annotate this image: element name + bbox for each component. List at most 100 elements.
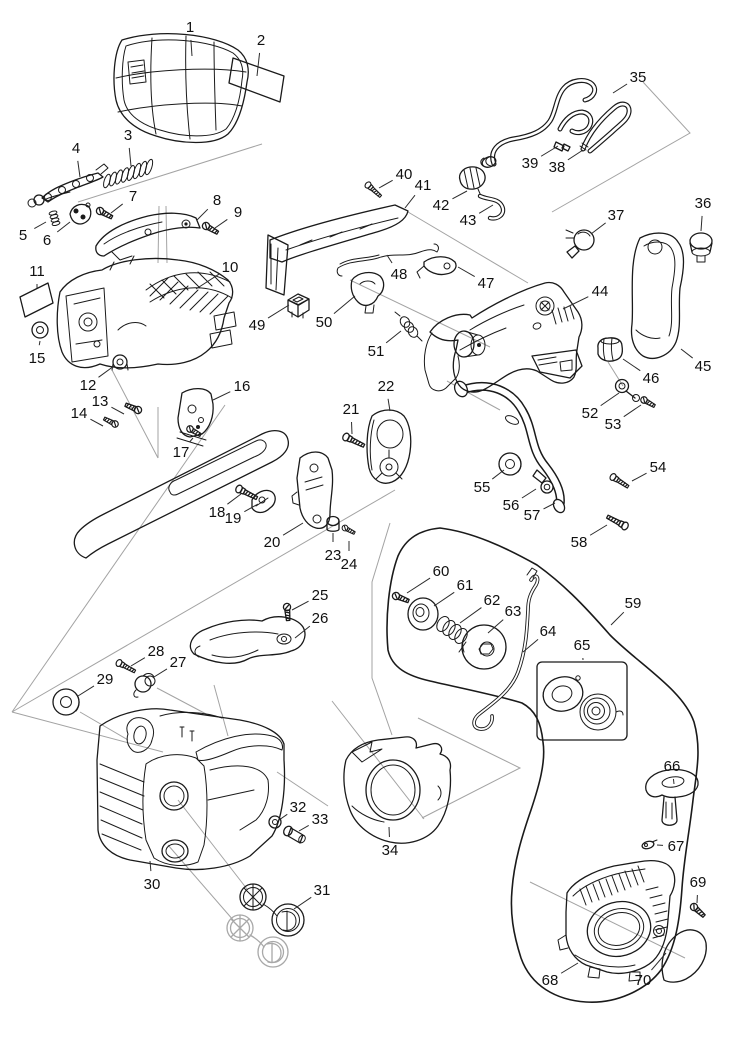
leader-line-46 <box>622 358 641 372</box>
part-label-2: 2 <box>257 32 265 49</box>
part-68-starter-cover <box>557 860 676 982</box>
leader-line-17 <box>189 437 194 443</box>
part-label-47: 47 <box>478 275 495 292</box>
leader-line-35 <box>612 83 628 94</box>
part-43-hose <box>477 193 506 221</box>
leader-line-44 <box>562 296 589 310</box>
leader-line-48 <box>386 254 393 264</box>
leader-line-41 <box>404 194 416 209</box>
leader-line-18 <box>227 493 242 505</box>
leader-line-2 <box>256 52 261 77</box>
part-label-36: 36 <box>695 195 712 212</box>
leader-line-33 <box>298 825 309 832</box>
part-label-26: 26 <box>312 610 329 627</box>
part-30-tank-housing <box>96 708 286 871</box>
leader-line-40 <box>378 179 393 189</box>
part-label-6: 6 <box>43 232 51 249</box>
part-66-starter-grip <box>645 768 699 826</box>
part-label-70: 70 <box>635 972 652 989</box>
part-label-40: 40 <box>396 166 413 183</box>
leader-line-61 <box>433 591 455 607</box>
part-label-33: 33 <box>312 811 329 828</box>
leader-line-10 <box>195 273 220 290</box>
part-label-68: 68 <box>542 972 559 989</box>
leader-line-26 <box>294 625 311 639</box>
part-label-54: 54 <box>650 459 667 476</box>
part-65-spring-case <box>536 661 628 741</box>
part-44-rear-handle <box>423 281 583 393</box>
part-63-rope-drum <box>461 624 507 670</box>
part-label-69: 69 <box>690 874 707 891</box>
leader-line-43 <box>478 204 494 214</box>
part-label-38: 38 <box>549 159 566 176</box>
leader-line-16 <box>212 391 231 401</box>
part-56-socket-bolt <box>532 469 554 494</box>
leader-line-50 <box>333 295 356 315</box>
leader-line-1 <box>190 39 193 57</box>
part-label-45: 45 <box>695 358 712 375</box>
leader-line-28 <box>130 657 146 667</box>
part-label-23: 23 <box>325 547 342 564</box>
leader-line-15 <box>38 340 41 346</box>
part-label-37: 37 <box>608 207 625 224</box>
part-51-spring <box>394 311 423 342</box>
part-label-12: 12 <box>80 377 97 394</box>
part-46-isolator <box>597 337 623 362</box>
part-label-32: 32 <box>290 799 307 816</box>
part-label-22: 22 <box>378 378 395 395</box>
part-12-knob <box>111 354 129 371</box>
part-22-sprocket-guard <box>366 409 412 484</box>
leader-line-6 <box>56 221 71 233</box>
part-label-5: 5 <box>19 227 27 244</box>
leader-line-42 <box>452 190 468 200</box>
part-label-4: 4 <box>72 140 80 157</box>
part-label-13: 13 <box>92 393 109 410</box>
part-label-30: 30 <box>144 876 161 893</box>
part-5-spring <box>48 210 61 227</box>
leader-line-7 <box>110 203 124 214</box>
leader-line-49 <box>267 304 290 319</box>
part-label-24: 24 <box>341 556 358 573</box>
part-label-59: 59 <box>625 595 642 612</box>
leader-line-56 <box>521 488 537 499</box>
leader-line-64 <box>522 638 539 653</box>
part-61-pulley-washer <box>407 597 439 631</box>
part-11-plate <box>19 282 54 318</box>
part-label-62: 62 <box>484 592 501 609</box>
leader-line-27 <box>153 668 168 678</box>
part-label-27: 27 <box>170 654 187 671</box>
part-label-53: 53 <box>605 416 622 433</box>
part-label-1: 1 <box>186 19 194 36</box>
part-48-throttle-rod <box>336 243 439 277</box>
leader-line-45 <box>680 348 694 359</box>
part-52-stepped-bolt <box>614 378 640 402</box>
leader-line-53 <box>623 404 642 418</box>
part-62-rewind-spring <box>436 616 468 653</box>
leader-line-36 <box>700 215 703 232</box>
part-label-41: 41 <box>415 177 432 194</box>
leader-line-68 <box>560 962 579 974</box>
construction-lines <box>11 81 691 959</box>
leader-line-38 <box>567 149 584 161</box>
part-29-grommet <box>52 688 80 716</box>
part-55-buffer <box>498 452 522 476</box>
part-2-plate <box>228 57 285 103</box>
leader-line-20 <box>282 522 304 536</box>
leader-line-59 <box>610 611 625 626</box>
leader-line-25 <box>291 600 309 611</box>
leader-line-39 <box>540 145 559 157</box>
part-70-gasket <box>661 929 707 983</box>
part-64-starter-rope <box>472 567 540 731</box>
part-label-49: 49 <box>249 317 266 334</box>
leader-line-52 <box>600 392 620 407</box>
part-label-67: 67 <box>668 838 685 855</box>
part-label-39: 39 <box>522 155 539 172</box>
part-label-63: 63 <box>505 603 522 620</box>
part-label-15: 15 <box>29 350 46 367</box>
leader-line-12 <box>98 365 115 378</box>
part-label-8: 8 <box>213 192 221 209</box>
leader-line-63 <box>487 619 504 634</box>
part-label-57: 57 <box>524 507 541 524</box>
